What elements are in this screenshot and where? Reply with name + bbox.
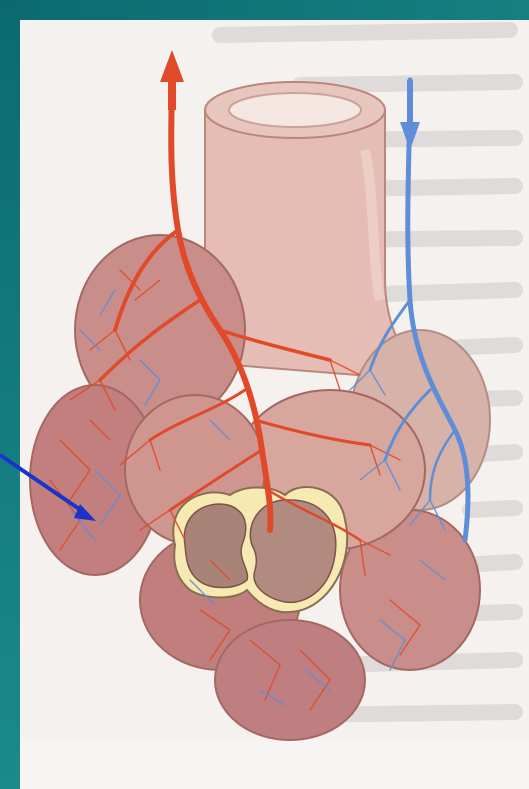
arrow-up-red-icon — [160, 50, 184, 110]
alveolus-cross-section — [173, 487, 347, 612]
